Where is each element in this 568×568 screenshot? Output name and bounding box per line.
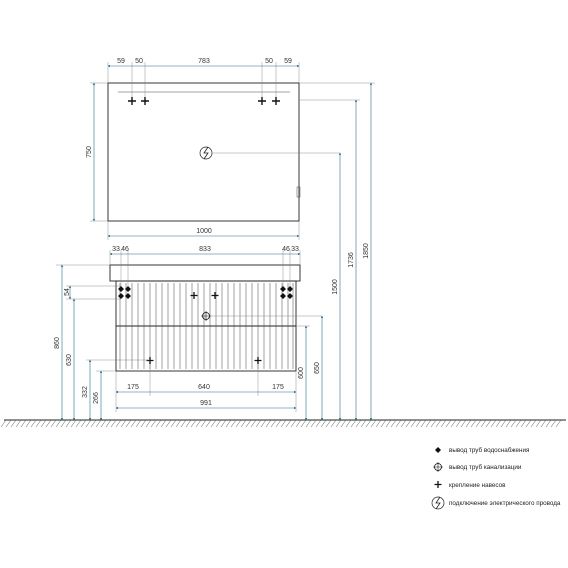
dim-cabinet-833: 833 — [199, 246, 211, 253]
water-supply-icon — [435, 447, 441, 453]
dim-mirror-783: 783 — [198, 58, 210, 65]
legend-item-electric: подключение электрического провода — [431, 496, 561, 510]
legend-item-sewer: вывод труб канализации — [433, 462, 522, 472]
cabinet-top-dimensions: 33 46 833 46 33 — [109, 246, 301, 286]
dim-cabinet-33-left: 33 — [112, 246, 120, 253]
legend-label-water-supply: вывод труб водоснабжения — [449, 446, 529, 454]
mount-icon — [128, 97, 280, 105]
sewer-outlet-icon — [433, 462, 443, 472]
legend-item-mount: крепление навесов — [434, 481, 506, 489]
dim-cabinet-46-left: 46 — [121, 246, 129, 253]
sewer-outlet-icon — [201, 311, 211, 321]
legend-item-water-supply: вывод труб водоснабжения — [435, 446, 529, 454]
dim-cabinet-266: 266 — [93, 392, 100, 404]
mirror-height-dimension: 750 — [86, 82, 108, 222]
dim-right-650: 650 — [314, 362, 321, 374]
legend-label-electric: подключение электрического провода — [449, 500, 561, 507]
mirror-width-dimension: 1000 — [107, 221, 300, 240]
dim-cabinet-630: 630 — [66, 354, 73, 366]
dim-cabinet-46-right: 46 — [282, 246, 290, 253]
legend-label-sewer: вывод труб канализации — [449, 463, 522, 471]
cabinet-fluting — [119, 283, 294, 369]
dim-right-1500: 1500 — [332, 279, 339, 295]
dim-right-1850: 1850 — [363, 243, 370, 259]
dim-mirror-width: 1000 — [196, 228, 212, 235]
right-height-dimensions: 600 650 1500 1736 1850 — [296, 82, 375, 421]
dim-mirror-50-right: 50 — [265, 58, 273, 65]
dim-mirror-59-right: 59 — [284, 58, 292, 65]
mount-icon — [146, 292, 262, 364]
dim-mirror-59-left: 59 — [117, 58, 125, 65]
floor — [0, 419, 566, 428]
mount-icon — [434, 481, 442, 488]
dim-mirror-height: 750 — [86, 146, 93, 158]
cabinet — [109, 264, 322, 372]
dim-bottom-175-right: 175 — [272, 384, 284, 391]
mirror-top-dimensions: 59 50 783 50 59 — [107, 58, 300, 97]
cabinet-left-dimensions: 54 860 630 332 266 — [54, 264, 150, 421]
dim-cabinet-332: 332 — [82, 386, 89, 398]
legend: вывод труб водоснабжения вывод труб кана… — [431, 446, 561, 510]
dim-mirror-50-left: 50 — [135, 58, 143, 65]
dim-right-1736: 1736 — [348, 252, 355, 268]
water-supply-icon — [118, 286, 293, 299]
electric-icon — [431, 496, 445, 510]
mirror — [107, 82, 340, 222]
dim-cabinet-54: 54 — [64, 288, 71, 296]
electric-icon — [199, 146, 213, 160]
dim-bottom-640: 640 — [198, 384, 210, 391]
legend-label-mount: крепление навесов — [449, 482, 506, 489]
dim-cabinet-33-right: 33 — [291, 246, 299, 253]
dim-right-600: 600 — [298, 367, 305, 379]
dim-cabinet-total-width: 991 — [200, 400, 212, 407]
dim-cabinet-860: 860 — [54, 337, 61, 349]
cabinet-bottom-dimensions: 175 640 175 991 — [115, 364, 297, 412]
dim-bottom-175-left: 175 — [127, 384, 139, 391]
